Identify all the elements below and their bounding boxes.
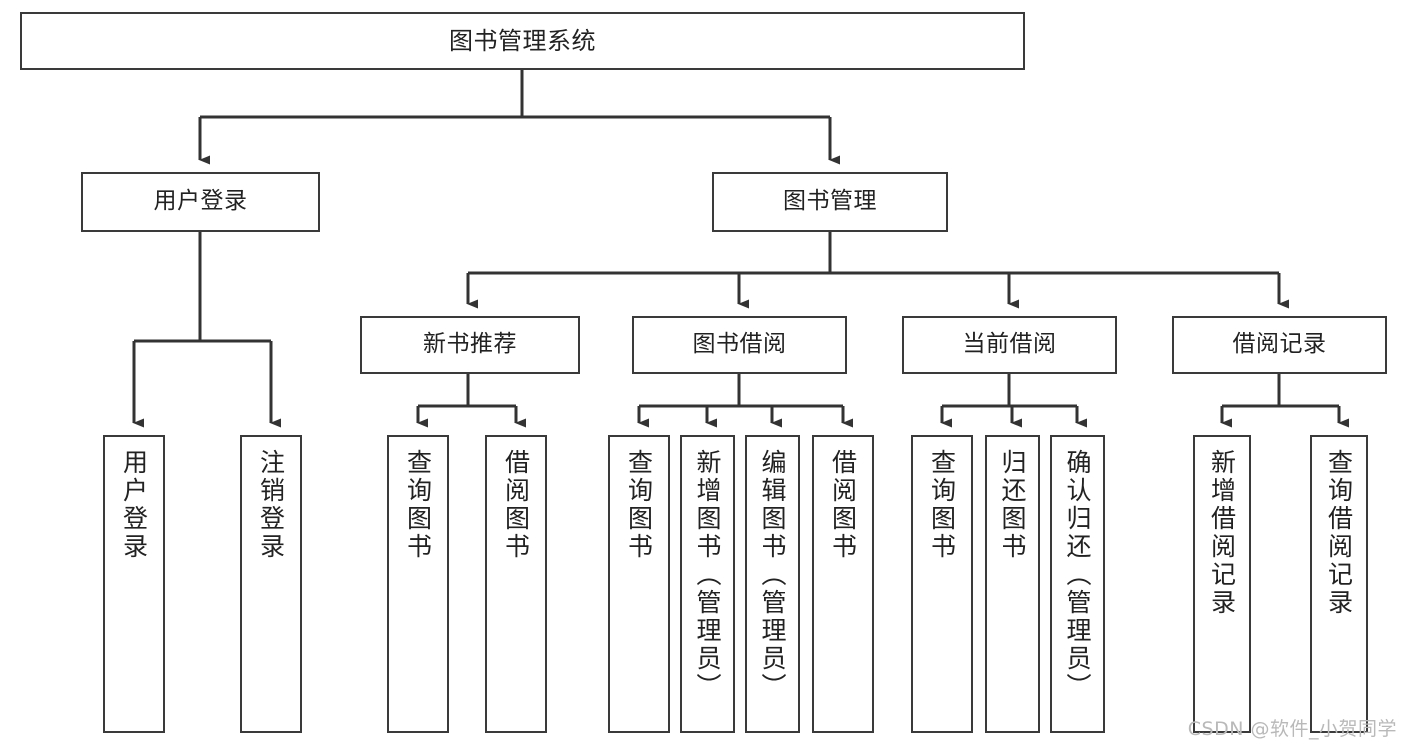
csdn-watermark: CSDN @软件_小贺同学: [1187, 718, 1397, 740]
node-root-system-label: 图书管理系统: [449, 26, 596, 55]
node-current-borrowing-label: 当前借阅: [962, 331, 1057, 358]
node-borrow-records[interactable]: 借阅记录: [1172, 316, 1387, 374]
leaf-borrow-lend-book[interactable]: 借阅图书: [812, 435, 874, 733]
node-user-login-label: 用户登录: [153, 188, 248, 215]
node-borrow-records-label: 借阅记录: [1232, 331, 1327, 358]
node-root-system[interactable]: 图书管理系统: [20, 12, 1025, 70]
leaf-records-query-record-label: 查询借阅记录: [1324, 449, 1354, 617]
node-book-management[interactable]: 图书管理: [712, 172, 948, 232]
leaf-current-confirm-return-admin[interactable]: 确认归还（管理员）: [1050, 435, 1105, 733]
leaf-current-query-book[interactable]: 查询图书: [911, 435, 973, 733]
leaf-current-return-book[interactable]: 归还图书: [985, 435, 1040, 733]
leaf-newbooks-query-book-label: 查询图书: [403, 449, 433, 561]
node-book-management-label: 图书管理: [783, 188, 877, 215]
leaf-borrow-query-book[interactable]: 查询图书: [608, 435, 670, 733]
leaf-newbooks-borrow-book[interactable]: 借阅图书: [485, 435, 547, 733]
leaf-current-return-book-label: 归还图书: [998, 449, 1027, 561]
leaf-user-login[interactable]: 用户登录: [103, 435, 165, 733]
leaf-borrow-lend-book-label: 借阅图书: [828, 449, 858, 561]
leaf-borrow-edit-book-admin[interactable]: 编辑图书（管理员）: [745, 435, 800, 733]
leaf-newbooks-borrow-book-label: 借阅图书: [501, 449, 531, 561]
leaf-borrow-edit-book-admin-label: 编辑图书（管理员）: [758, 449, 787, 701]
leaf-borrow-query-book-label: 查询图书: [624, 449, 654, 561]
leaf-user-login-label: 用户登录: [119, 449, 149, 561]
leaf-current-query-book-label: 查询图书: [927, 449, 957, 561]
node-book-borrowing-label: 图书借阅: [692, 331, 787, 358]
leaf-records-query-record[interactable]: 查询借阅记录: [1310, 435, 1368, 733]
leaf-records-add-record[interactable]: 新增借阅记录: [1193, 435, 1251, 733]
leaf-newbooks-query-book[interactable]: 查询图书: [387, 435, 449, 733]
leaf-current-confirm-return-admin-label: 确认归还（管理员）: [1063, 449, 1092, 701]
leaf-records-add-record-label: 新增借阅记录: [1207, 449, 1237, 617]
node-new-book-recommendation[interactable]: 新书推荐: [360, 316, 580, 374]
leaf-user-logout-label: 注销登录: [256, 449, 286, 561]
node-book-borrowing[interactable]: 图书借阅: [632, 316, 847, 374]
node-current-borrowing[interactable]: 当前借阅: [902, 316, 1117, 374]
node-new-book-recommendation-label: 新书推荐: [423, 331, 517, 358]
leaf-borrow-add-book-admin-label: 新增图书（管理员）: [693, 449, 722, 701]
leaf-user-logout[interactable]: 注销登录: [240, 435, 302, 733]
node-user-login[interactable]: 用户登录: [81, 172, 320, 232]
leaf-borrow-add-book-admin[interactable]: 新增图书（管理员）: [680, 435, 735, 733]
